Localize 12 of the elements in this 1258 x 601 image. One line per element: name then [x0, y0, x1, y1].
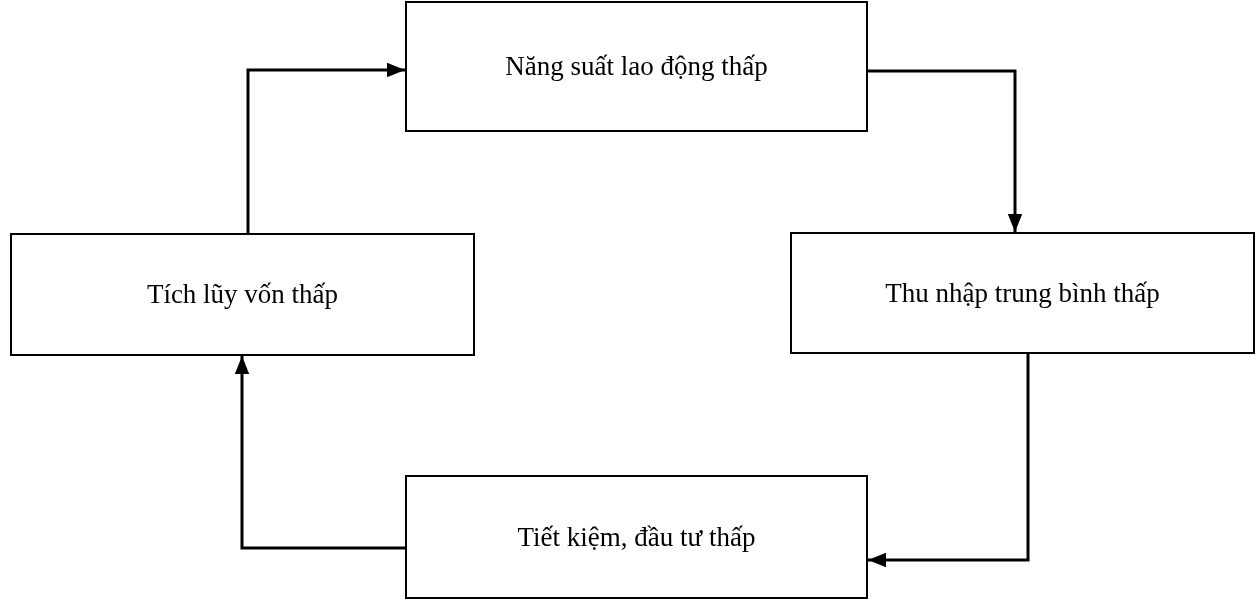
process-box: [790, 232, 1255, 354]
arrow: [868, 69, 1023, 232]
box-label: Tích lũy vốn thấp: [146, 279, 339, 310]
arrow: [234, 356, 405, 550]
box-label: Thu nhập trung bình thấp: [885, 277, 1160, 309]
process-box: [10, 233, 475, 356]
arrow: [246, 62, 405, 233]
box-label: Tiết kiệm, đầu tư thấp: [517, 521, 756, 553]
arrow: [868, 354, 1030, 568]
process-box: [405, 475, 868, 599]
box-label: Năng suất lao động thấp: [505, 51, 768, 82]
process-box: [405, 1, 868, 132]
